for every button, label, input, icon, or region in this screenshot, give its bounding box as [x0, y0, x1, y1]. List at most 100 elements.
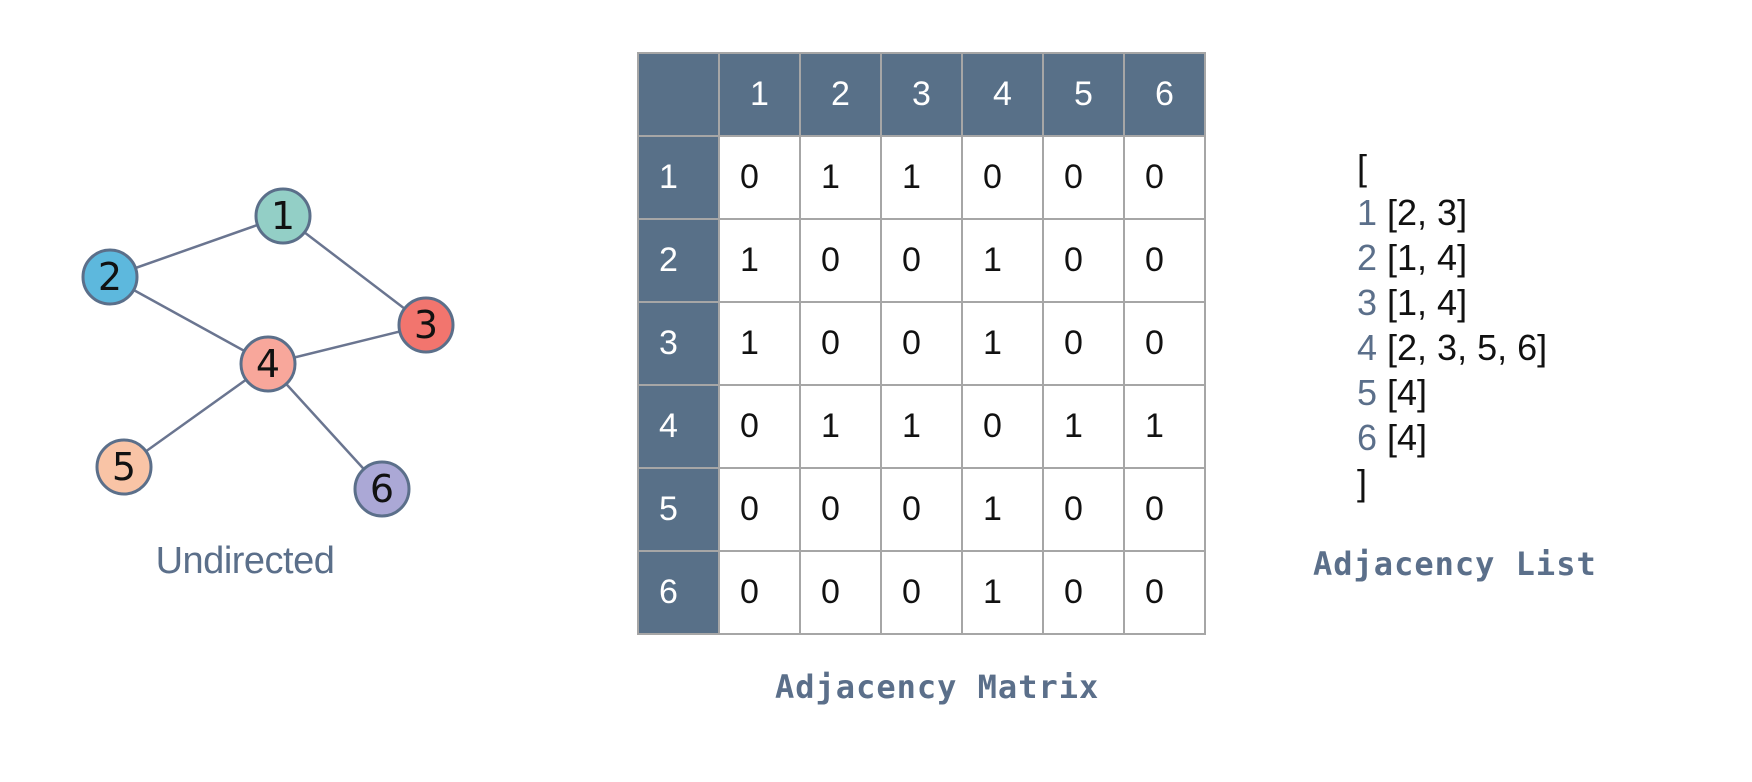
graph-node-circle — [81, 248, 139, 306]
list-entry-key: 1 — [1357, 192, 1378, 233]
matrix-cell: 0 — [961, 384, 1044, 469]
graph-edge-2-4 — [109, 275, 269, 366]
list-caption: Adjacency List — [1313, 545, 1597, 583]
graph-nodes: 1 2 3 4 5 6 — [81, 187, 455, 518]
adjacency-list: [ 1[2, 3]2[1, 4]3[1, 4]4[2, 3, 5, 6]5[4]… — [1357, 145, 1547, 505]
list-entry-value: [4] — [1387, 417, 1428, 458]
matrix-cell: 0 — [880, 550, 963, 635]
list-entry-key: 4 — [1357, 327, 1378, 368]
matrix-cell: 0 — [1123, 301, 1206, 386]
matrix-cell: 0 — [1123, 135, 1206, 220]
graph-node-6: 6 — [353, 460, 411, 518]
matrix-row-header: 2 — [637, 218, 720, 303]
graph-node-3: 3 — [397, 296, 455, 354]
list-entry-value: [2, 3, 5, 6] — [1387, 327, 1548, 368]
matrix-row-header: 4 — [637, 384, 720, 469]
matrix-cell: 0 — [718, 467, 801, 552]
list-entry-value: [2, 3] — [1387, 192, 1468, 233]
undirected-graph: 1 2 3 4 5 6 — [81, 187, 455, 518]
graph-node-circle — [239, 335, 297, 393]
matrix-cell: 1 — [961, 550, 1044, 635]
matrix-cell: 0 — [880, 301, 963, 386]
list-entry-value: [1, 4] — [1387, 237, 1468, 278]
graph-node-2: 2 — [81, 248, 139, 306]
graph-edge-4-5 — [123, 362, 269, 469]
matrix-cell: 1 — [961, 218, 1044, 303]
matrix-col-header: 2 — [799, 52, 882, 137]
matrix-cell: 0 — [799, 550, 882, 635]
graph-node-label: 3 — [414, 303, 438, 347]
graph-node-5: 5 — [95, 438, 153, 496]
matrix-cell: 1 — [799, 384, 882, 469]
matrix-caption: Adjacency Matrix — [775, 668, 1100, 706]
graph-node-label: 2 — [98, 255, 122, 299]
matrix-col-header: 3 — [880, 52, 963, 137]
matrix-cell: 1 — [799, 135, 882, 220]
matrix-cell: 1 — [718, 301, 801, 386]
graph-node-circle — [254, 187, 312, 245]
matrix-corner-cell — [637, 52, 720, 137]
list-entry: 2[1, 4] — [1357, 235, 1547, 280]
graph-edge-1-2 — [109, 214, 284, 279]
matrix-cell: 0 — [718, 135, 801, 220]
graph-edge-1-3 — [282, 215, 427, 326]
matrix-row-header: 5 — [637, 467, 720, 552]
matrix-cell: 1 — [961, 467, 1044, 552]
list-entry-key: 5 — [1357, 372, 1378, 413]
matrix-cell: 0 — [1123, 467, 1206, 552]
matrix-col-header: 1 — [718, 52, 801, 137]
matrix-cell: 0 — [880, 467, 963, 552]
list-close-bracket: ] — [1357, 462, 1368, 503]
list-entry-key: 6 — [1357, 417, 1378, 458]
matrix-cell: 0 — [718, 384, 801, 469]
matrix-cell: 1 — [718, 218, 801, 303]
matrix-row-header: 3 — [637, 301, 720, 386]
matrix-cell: 0 — [1042, 135, 1125, 220]
list-entry: 6[4] — [1357, 415, 1547, 460]
list-entry: 3[1, 4] — [1357, 280, 1547, 325]
graph-node-circle — [95, 438, 153, 496]
list-entry: 1[2, 3] — [1357, 190, 1547, 235]
matrix-cell: 1 — [1042, 384, 1125, 469]
graph-node-label: 6 — [370, 467, 394, 511]
graph-node-label: 4 — [256, 342, 280, 386]
matrix-cell: 0 — [1042, 301, 1125, 386]
matrix-cell: 1 — [880, 135, 963, 220]
matrix-row-header: 6 — [637, 550, 720, 635]
matrix-cell: 1 — [880, 384, 963, 469]
matrix-cell: 0 — [1042, 467, 1125, 552]
matrix-cell: 0 — [1042, 218, 1125, 303]
list-entry-value: [4] — [1387, 372, 1428, 413]
list-entry-key: 3 — [1357, 282, 1378, 323]
matrix-col-header: 5 — [1042, 52, 1125, 137]
matrix-col-header: 4 — [961, 52, 1044, 137]
graph-node-circle — [353, 460, 411, 518]
matrix-cell: 0 — [880, 218, 963, 303]
graph-node-circle — [397, 296, 455, 354]
graph-node-label: 5 — [112, 445, 136, 489]
matrix-cell: 0 — [1123, 550, 1206, 635]
matrix-col-header: 6 — [1123, 52, 1206, 137]
matrix-cell: 0 — [799, 301, 882, 386]
matrix-row-header: 1 — [637, 135, 720, 220]
graph-node-label: 1 — [271, 194, 295, 238]
graph-caption: Undirected — [155, 540, 335, 582]
list-entry-value: [1, 4] — [1387, 282, 1468, 323]
matrix-cell: 0 — [1042, 550, 1125, 635]
list-entry: 5[4] — [1357, 370, 1547, 415]
matrix-cell: 0 — [799, 467, 882, 552]
matrix-cell: 1 — [961, 301, 1044, 386]
matrix-cell: 0 — [1123, 218, 1206, 303]
graph-node-1: 1 — [254, 187, 312, 245]
matrix-cell: 0 — [718, 550, 801, 635]
list-entry: 4[2, 3, 5, 6] — [1357, 325, 1547, 370]
graph-node-4: 4 — [239, 335, 297, 393]
